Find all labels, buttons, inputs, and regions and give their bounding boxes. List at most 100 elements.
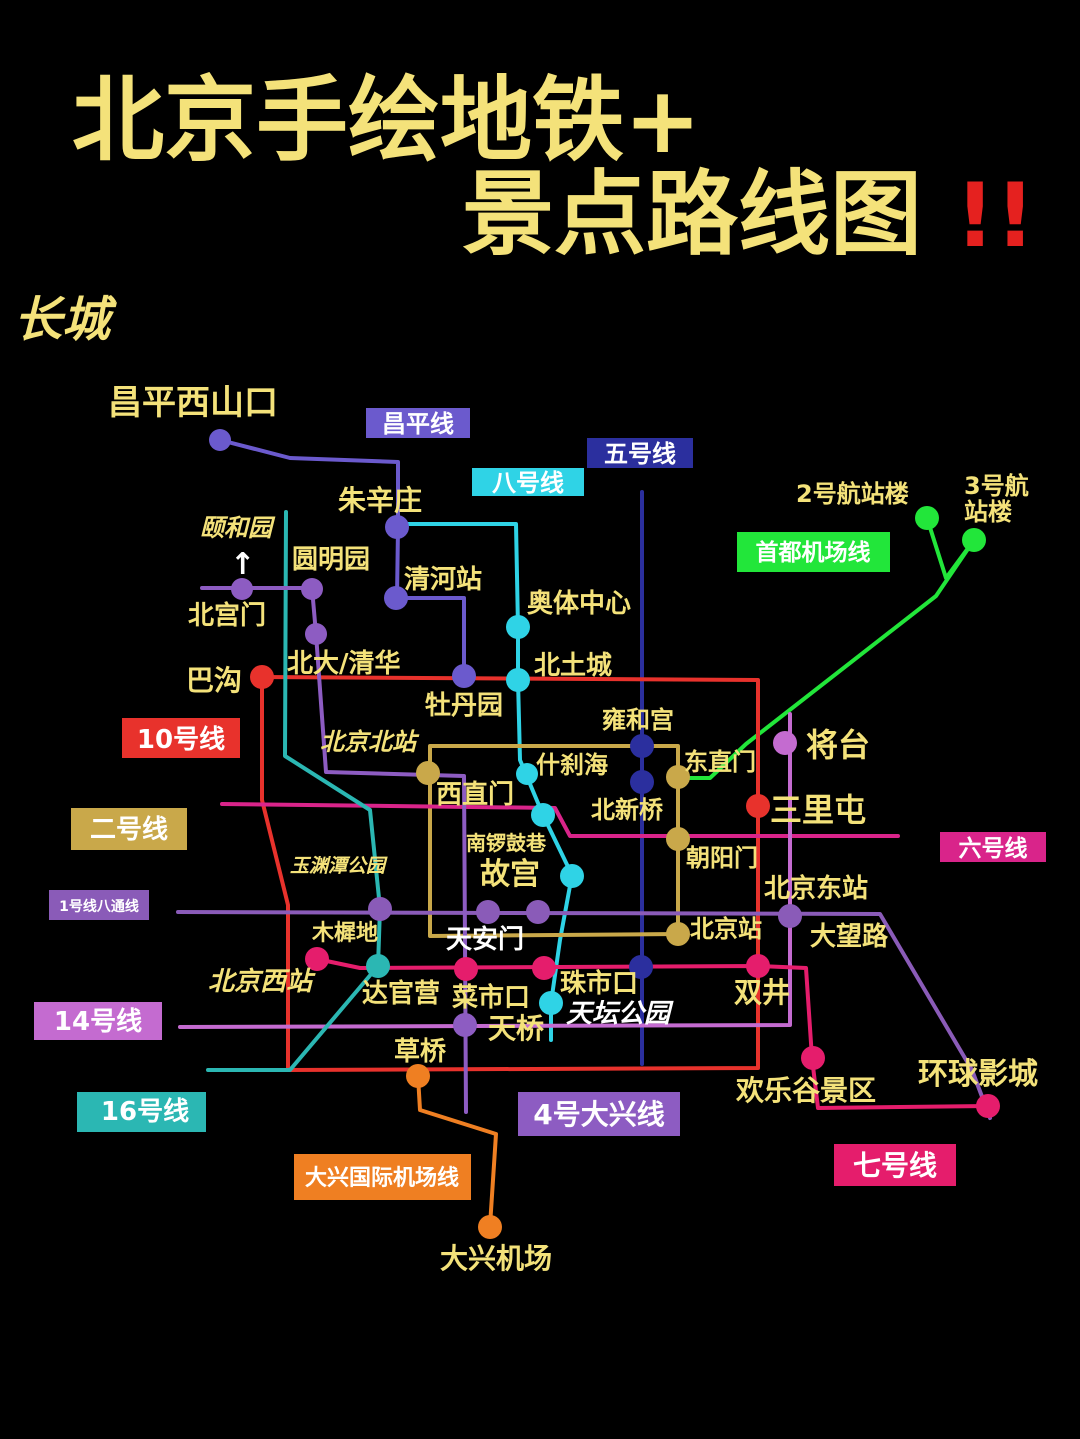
label-beijingzhan: 北京站 (690, 915, 762, 943)
label-beida-qinghua: 北大/清华 (287, 648, 401, 679)
title-line2: 景点路线图 (462, 161, 922, 268)
station-node-caishikou[interactable] (454, 957, 478, 981)
label-jiangtai: 将台 (806, 726, 870, 764)
badge-line4-text: 4号大兴线 (533, 1098, 664, 1131)
label-t3-line2: 站楼 (964, 498, 1012, 526)
badge-line4: 4号大兴线 (518, 1092, 680, 1136)
label-yiheyuan: 颐和园 (200, 514, 276, 542)
station-node-beijingxizhan[interactable] (305, 947, 329, 971)
station-node-zhuxinzhuang[interactable] (385, 515, 409, 539)
great-wall-label: 长城 (14, 292, 117, 348)
station-node-tiananmen-west[interactable] (476, 900, 500, 924)
badge-airport: 首都机场线 (737, 532, 890, 572)
badge-line8: 八号线 (472, 468, 584, 497)
station-node-t2[interactable] (915, 506, 939, 530)
badge-line16: 16号线 (77, 1092, 206, 1132)
station-node-yuanmingyuan[interactable] (301, 578, 323, 600)
badge-line8-text: 八号线 (492, 469, 564, 497)
label-mudanyuan: 牡丹园 (425, 691, 503, 721)
station-node-t3[interactable] (962, 528, 986, 552)
label-caoqiao: 草桥 (394, 1037, 447, 1067)
station-node-huanqiu[interactable] (976, 1094, 1000, 1118)
arrow-up-icon: ↑ (230, 547, 255, 582)
label-tiantangongyuan: 天坛公园 (566, 999, 674, 1029)
label-t2: 2号航站楼 (796, 480, 909, 508)
station-node-jiangtai[interactable] (773, 731, 797, 755)
station-node-beijingzhan[interactable] (666, 922, 690, 946)
station-node-tianqiao[interactable] (453, 1013, 477, 1037)
station-node-shuangjing[interactable] (746, 954, 770, 978)
line-6 (220, 802, 900, 838)
station-node-line8-gugong[interactable] (560, 864, 584, 888)
station-node-sanlitun[interactable] (746, 794, 770, 818)
label-aotizhongxin: 奥体中心 (527, 588, 631, 619)
station-node-tiananmen-east[interactable] (526, 900, 550, 924)
label-beigongmen: 北宫门 (188, 600, 266, 631)
badge-line2-text: 二号线 (90, 815, 168, 845)
badge-line5: 五号线 (587, 438, 693, 468)
label-huanqiu: 环球影城 (918, 1057, 1038, 1092)
station-node-beitucheng[interactable] (506, 668, 530, 692)
label-yuanmingyuan: 圆明园 (292, 545, 370, 575)
station-node-muxidi[interactable] (368, 897, 392, 921)
label-qinghezhan: 清河站 (404, 565, 482, 595)
label-tiananmen: 天安门 (446, 925, 524, 955)
badge-daxing-airport-text: 大兴国际机场线 (305, 1165, 459, 1191)
station-node-shichahai[interactable] (516, 763, 538, 785)
label-gugong: 故宫 (480, 857, 540, 892)
station-node-tiantan[interactable] (539, 991, 563, 1015)
station-node-dongzhimen[interactable] (666, 765, 690, 789)
badge-airport-text: 首都机场线 (756, 539, 871, 566)
label-yonghegong: 雍和宫 (602, 706, 674, 734)
station-node-bagou[interactable] (250, 665, 274, 689)
station-node-daguanying[interactable] (366, 954, 390, 978)
badge-line7: 七号线 (834, 1144, 956, 1186)
station-node-beida[interactable] (305, 623, 327, 645)
station-node-beixinqiao[interactable] (630, 770, 654, 794)
badge-line6: 六号线 (940, 832, 1046, 862)
line-4 (200, 586, 468, 1114)
station-node-aoti[interactable] (506, 615, 530, 639)
station-node-zhushikou-line5[interactable] (629, 955, 653, 979)
label-beitucheng: 北土城 (534, 651, 612, 681)
station-node-beijingdongzhan[interactable] (778, 904, 802, 928)
station-node-mudanyuan[interactable] (452, 664, 476, 688)
station-node-huanlegu[interactable] (801, 1046, 825, 1070)
badge-line5-text: 五号线 (604, 440, 676, 468)
label-shichahai: 什刹海 (536, 751, 608, 779)
badge-line6-text: 六号线 (959, 835, 1028, 862)
station-node-zhushikou[interactable] (532, 956, 556, 980)
label-chaoyangmen: 朝阳门 (686, 844, 758, 872)
label-sanlitun: 三里屯 (770, 791, 866, 829)
station-node-yonghegong[interactable] (630, 734, 654, 758)
badge-line14-text: 14号线 (54, 1007, 142, 1037)
badge-changping-text: 昌平线 (382, 410, 454, 438)
badge-line1-text: 1号线八通线 (59, 898, 139, 915)
airport-express-line (676, 516, 976, 780)
station-node-caoqiao[interactable] (406, 1064, 430, 1088)
label-muxidi: 木樨地 (311, 920, 378, 946)
label-xizhimen: 西直门 (436, 780, 514, 810)
label-changping-xishankou: 昌平西山口 (108, 383, 278, 423)
station-node-daxingjichang[interactable] (478, 1215, 502, 1239)
label-zhushikou: 珠市口 (560, 968, 638, 999)
label-beijingxizhan: 北京西站 (208, 967, 316, 997)
label-beijingdongzhan: 北京东站 (764, 873, 868, 904)
badge-line7-text: 七号线 (853, 1149, 937, 1182)
badge-daxing-airport: 大兴国际机场线 (294, 1154, 471, 1200)
station-node-changping-xishankou[interactable] (209, 429, 231, 451)
badge-line10-text: 10号线 (137, 725, 225, 755)
station-node-beijingbeizhan[interactable] (416, 761, 440, 785)
station-node-qinghe[interactable] (384, 586, 408, 610)
label-yuyuantan: 玉渊潭公园 (290, 855, 388, 877)
title-line1: 北京手绘地铁+ (72, 67, 701, 174)
station-node-nanluoguxiang[interactable] (531, 803, 555, 827)
label-daxingjichang: 大兴机场 (440, 1242, 552, 1275)
label-t3-line1: 3号航 (964, 472, 1029, 500)
station-node-chaoyangmen[interactable] (666, 827, 690, 851)
station-node-beigongmen[interactable] (231, 578, 253, 600)
label-tianqiao: 天桥 (488, 1012, 544, 1045)
label-zhuxinzhuang: 朱辛庄 (338, 484, 422, 517)
label-beijingbeizhan: 北京北站 (320, 728, 420, 756)
